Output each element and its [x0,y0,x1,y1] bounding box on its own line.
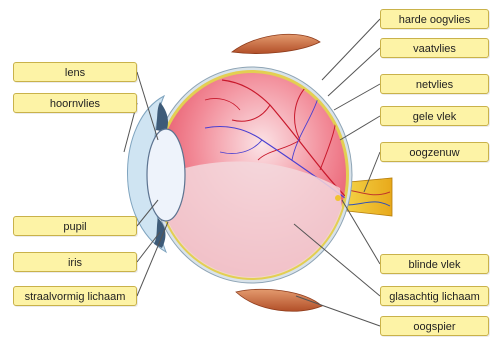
label-netvlies[interactable]: netvlies [380,74,489,94]
label-harde-oogvlies[interactable]: harde oogvlies [380,9,489,29]
upper-eye-muscle [232,34,320,53]
label-hoornvlies[interactable]: hoornvlies [13,93,137,113]
label-oogspier[interactable]: oogspier [380,316,489,336]
label-lens[interactable]: lens [13,62,137,82]
label-iris[interactable]: iris [13,252,137,272]
label-vaatvlies[interactable]: vaatvlies [380,38,489,58]
label-straalvormig-lichaam[interactable]: straalvormig lichaam [13,286,137,306]
label-oogzenuw[interactable]: oogzenuw [380,142,489,162]
label-blinde-vlek[interactable]: blinde vlek [380,254,489,274]
label-pupil[interactable]: pupil [13,216,137,236]
blind-spot [335,195,341,201]
label-glasachtig-lichaam[interactable]: glasachtig lichaam [380,286,489,306]
label-gele-vlek[interactable]: gele vlek [380,106,489,126]
